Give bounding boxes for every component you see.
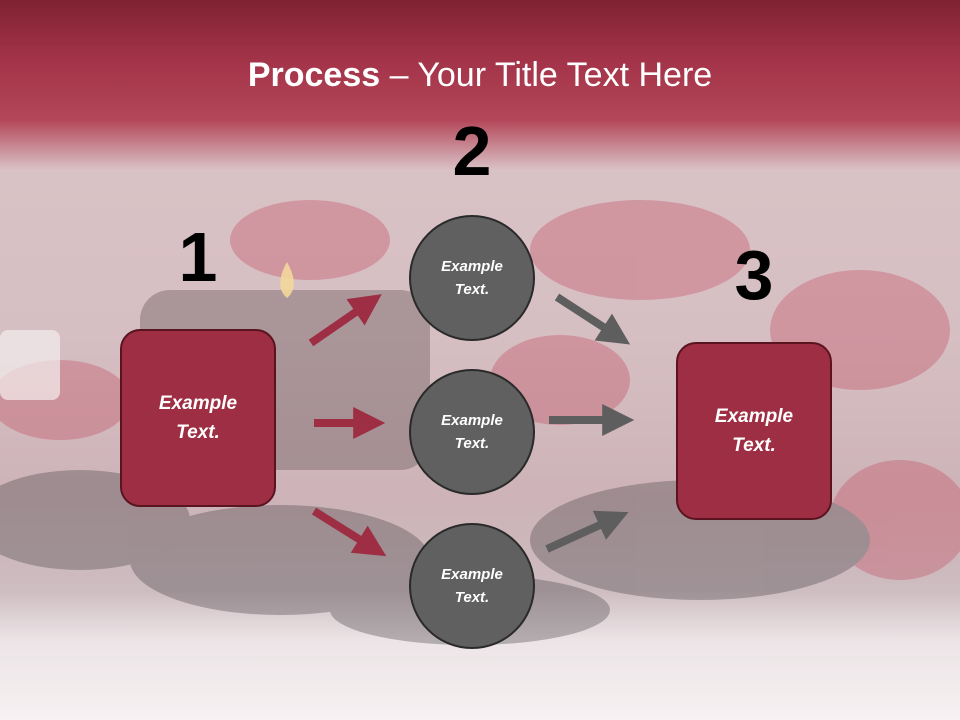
slide-title: Process – Your Title Text Here [0,55,960,95]
step-2-circle-middle: Example Text. [409,369,535,495]
title-rest-text: – Your Title Text Here [380,56,713,94]
candle-flame-icon [280,262,294,298]
step-number-2: 2 [452,112,492,190]
arrow-1-to-bottom [311,507,387,557]
step-3-box: Example Text. [676,342,832,520]
title-bold-text: Process [247,56,381,94]
petal-shape [530,200,750,300]
arrow-bottom-to-3 [545,510,629,553]
step-1-box: Example Text. [120,329,276,507]
circle-top-label: Example Text. [441,258,503,298]
step-number-1: 1 [178,218,218,296]
step-number-3: 3 [734,236,774,314]
arrow-1-to-top [308,294,382,347]
step-3-label: Example Text. [714,406,794,456]
petal-shape [830,460,960,580]
step-2-circle-bottom: Example Text. [409,523,535,649]
step-2-circle-top: Example Text. [409,215,535,341]
arrow-top-to-3 [554,293,631,345]
step-1-label: Example Text. [158,393,238,443]
white-candle-shape [0,330,60,400]
petal-shape [230,200,390,280]
circle-bottom-label: Example Text. [441,566,503,606]
circle-middle-label: Example Text. [441,412,503,452]
